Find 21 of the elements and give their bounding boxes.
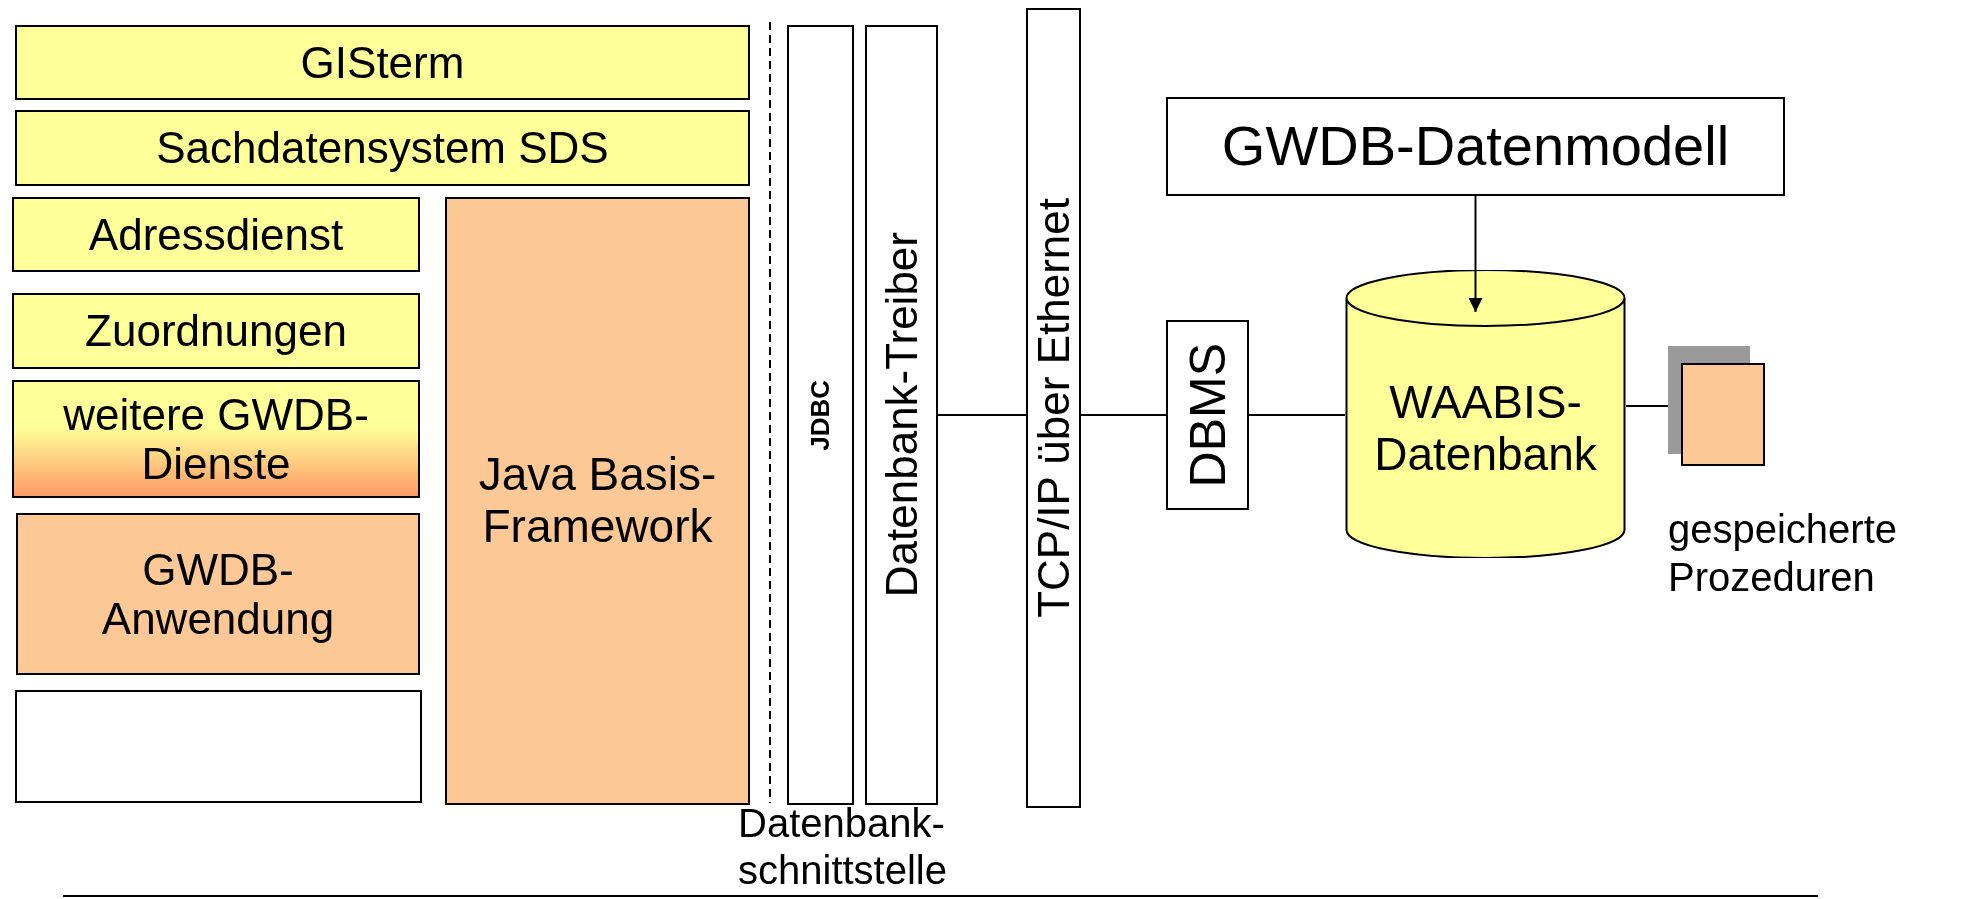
interface-bar: JDBC <box>787 25 854 805</box>
module-box <box>15 690 422 803</box>
stored-procedure-box <box>1668 346 1765 466</box>
module-box: GWDB- Anwendung <box>16 513 420 675</box>
caption-text: gespeicherte Prozeduren <box>1668 506 1899 601</box>
connector-line <box>1248 414 1346 416</box>
module-box: GISterm <box>15 25 750 100</box>
module-box: Zuordnungen <box>12 293 420 369</box>
arrow <box>1468 195 1483 313</box>
connector-line <box>1080 414 1167 416</box>
database-cylinder: WAABIS- Datenbank <box>1345 270 1626 558</box>
network-bar: TCP/IP über Ethernet <box>1026 8 1081 808</box>
framework-box: Java Basis- Framework <box>445 197 750 805</box>
driver-bar: Datenbank-Treiber <box>865 25 938 805</box>
dbms-box: DBMS <box>1166 320 1249 510</box>
connector-line <box>1625 405 1669 407</box>
module-box: Sachdatensystem SDS <box>15 110 750 186</box>
connector-line <box>937 414 1027 416</box>
module-box: weitere GWDB- Dienste <box>12 380 420 498</box>
module-box: Adressdienst <box>12 197 420 272</box>
data-model-box: GWDB-Datenmodell <box>1166 97 1785 196</box>
